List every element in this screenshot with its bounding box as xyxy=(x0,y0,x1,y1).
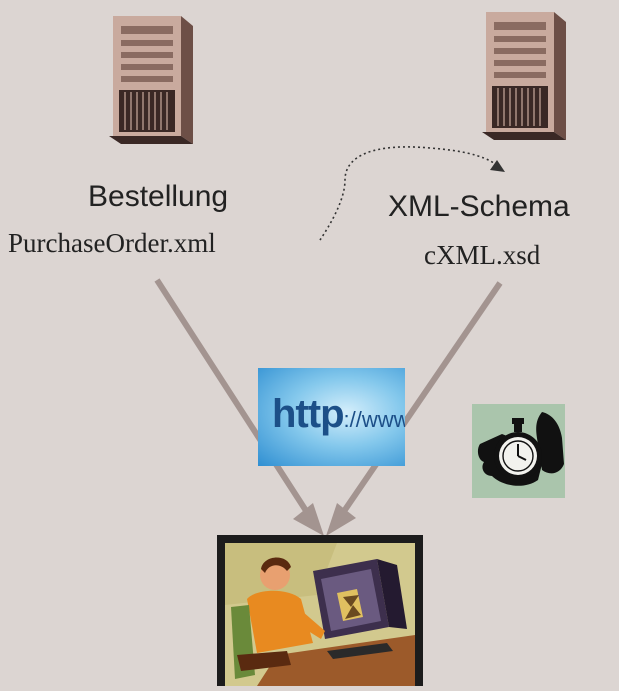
left-arrowhead xyxy=(293,503,324,536)
server-tower-icon xyxy=(482,12,566,140)
stopwatch-hand-icon xyxy=(472,404,565,498)
http-banner-icon: http://www xyxy=(258,368,405,466)
http-text-small: ://www xyxy=(343,407,405,432)
right-arrow xyxy=(335,281,503,522)
right-arrowhead xyxy=(326,503,356,536)
server-tower-icon xyxy=(109,16,193,144)
right-node-title: XML-Schema xyxy=(388,190,570,223)
left-node-file: PurchaseOrder.xml xyxy=(8,228,216,258)
dotted-link-arrowhead xyxy=(490,160,505,172)
dotted-link xyxy=(319,146,501,241)
right-node-file: cXML.xsd xyxy=(424,240,541,270)
http-text-big: http xyxy=(272,392,345,436)
left-node-title: Bestellung xyxy=(88,180,229,213)
left-arrow xyxy=(154,278,315,522)
user-at-computer-icon xyxy=(217,535,423,686)
